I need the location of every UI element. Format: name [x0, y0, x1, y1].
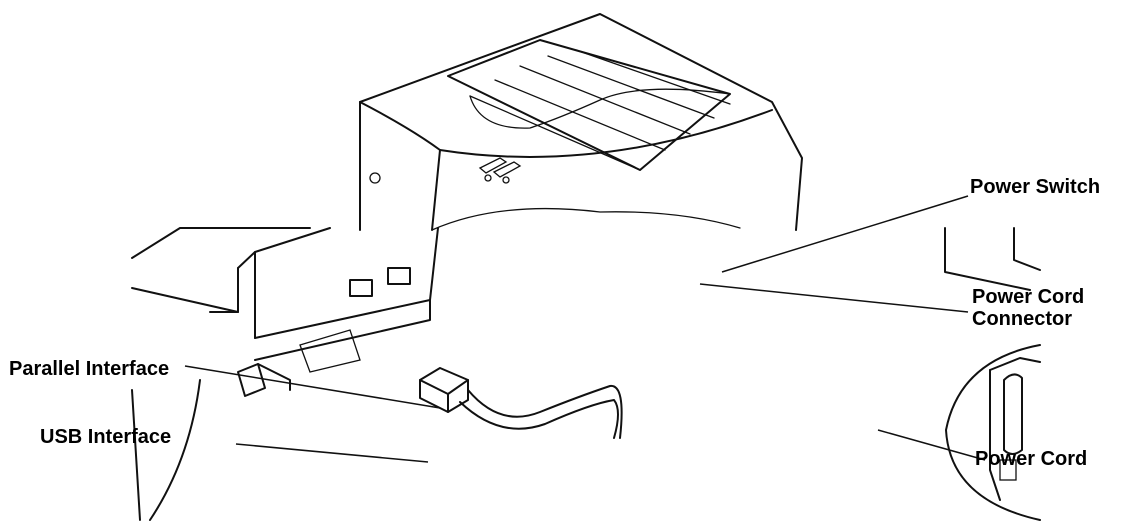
leader-usb-interface: [236, 444, 428, 462]
rear-panel: [132, 228, 438, 396]
leader-parallel-interface: [185, 366, 440, 408]
power-cord-plug: [420, 368, 622, 438]
label-power-cord: Power Cord: [975, 448, 1087, 470]
leader-power-switch: [722, 196, 968, 272]
right-closeup: [945, 228, 1040, 520]
printer-body: [360, 14, 802, 230]
left-magnifier-arc: [150, 380, 200, 520]
label-power-cord-connector-line1: Power Cord: [972, 286, 1084, 308]
label-parallel-interface: Parallel Interface: [9, 358, 169, 380]
label-power-switch: Power Switch: [970, 176, 1100, 198]
left-panel-edge: [132, 390, 140, 520]
leader-power-cord-connector: [700, 284, 968, 312]
label-power-cord-connector: Power Cord Connector: [972, 286, 1084, 330]
leader-power-cord: [878, 430, 985, 460]
label-power-cord-connector-line2: Connector: [972, 308, 1084, 330]
control-buttons: [480, 158, 520, 183]
label-usb-interface: USB Interface: [40, 426, 171, 448]
